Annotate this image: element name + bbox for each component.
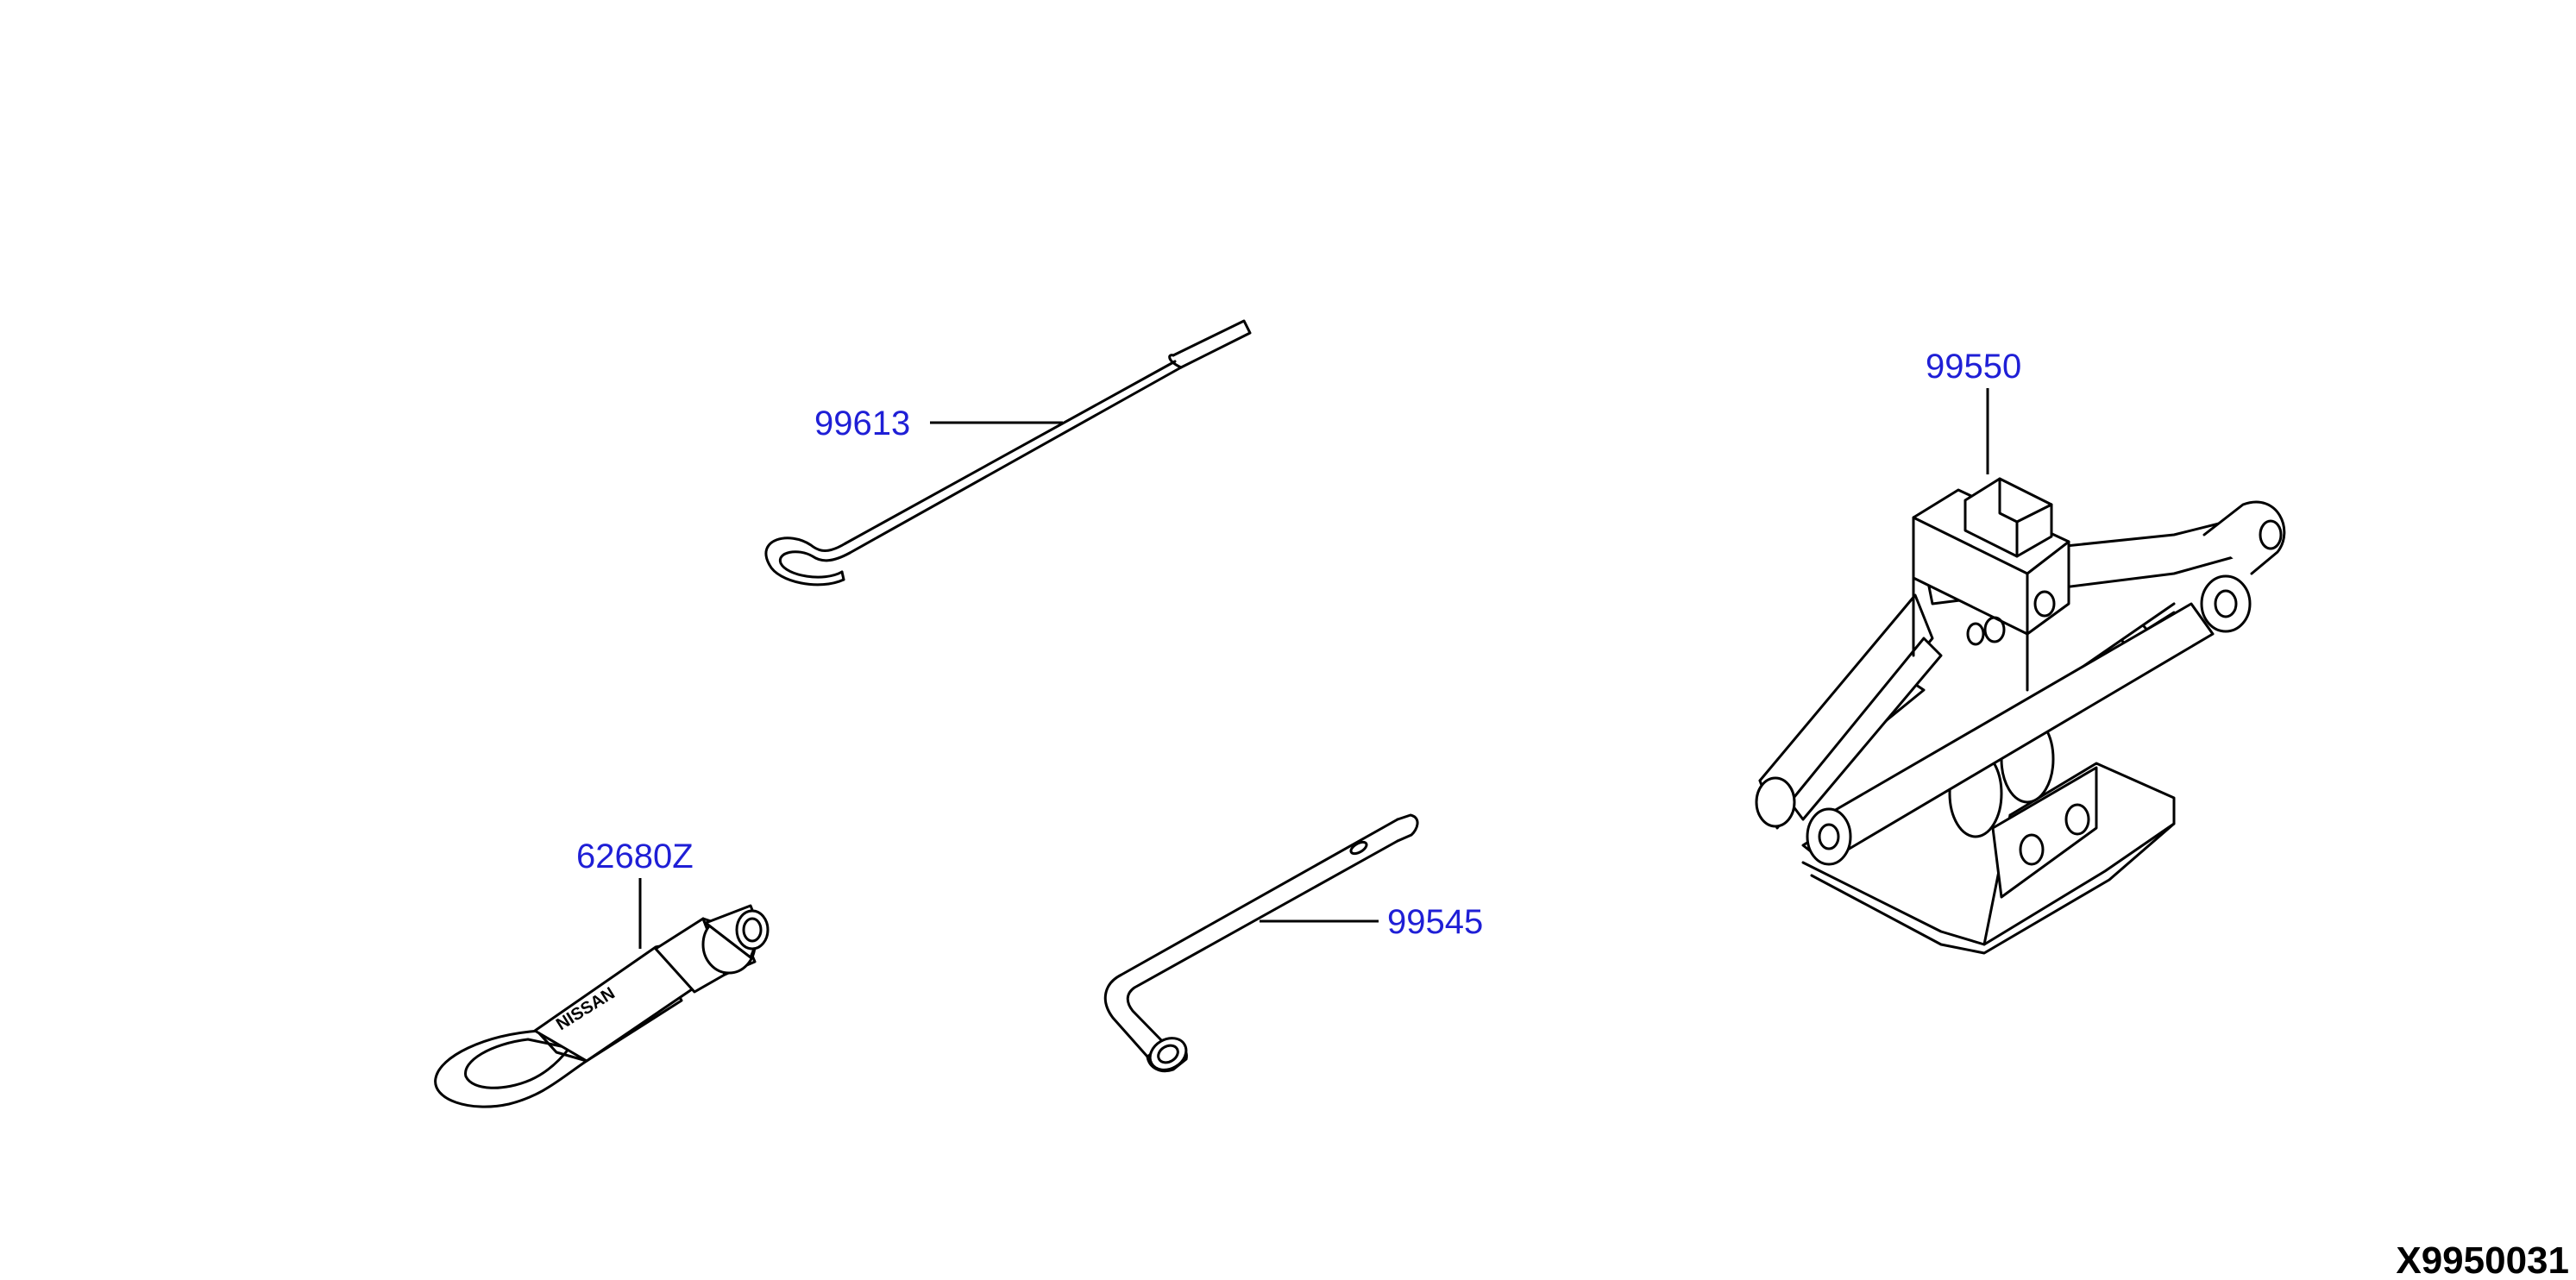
wheel-wrench-icon [1103,813,1419,1073]
scissor-jack-icon [1755,477,2286,955]
diagram-id: X9950031 [2396,1239,2569,1280]
hook-rod-icon [764,319,1252,587]
part-label-62680Z[interactable]: 62680Z [576,838,694,875]
part-label-99613[interactable]: 99613 [814,405,910,442]
tow-hook-icon: NISSAN [434,904,770,1108]
part-label-99545[interactable]: 99545 [1387,903,1483,941]
part-label-99550[interactable]: 99550 [1926,348,2021,386]
